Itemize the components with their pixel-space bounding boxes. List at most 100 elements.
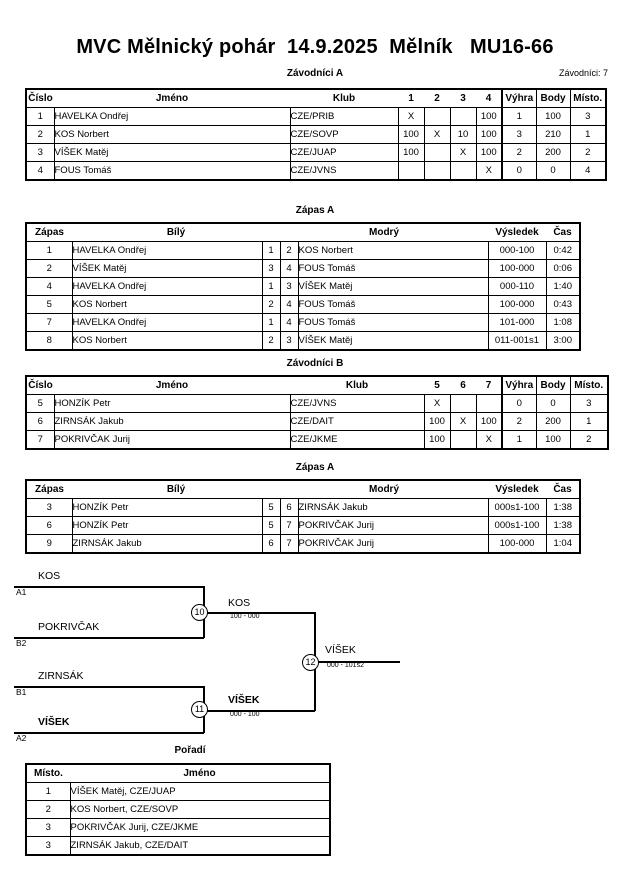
competitor-points: 200: [535, 412, 571, 431]
competitor-place: 1: [569, 125, 607, 144]
col-match: Zápas: [26, 479, 72, 499]
group-b-header-row: Číslo Jméno Klub 5 6 7 Výhra Body Místo.: [26, 375, 609, 395]
competitor-wins: 0: [501, 394, 537, 413]
result-cell-1: 100: [423, 430, 451, 450]
match-white-name: ZIRNSÁK Jakub: [71, 534, 263, 554]
bracket-match-number-12: 12: [302, 654, 319, 671]
col-time: Čas: [546, 479, 580, 499]
competitor-club: CZE/JVNS: [289, 394, 425, 413]
result-cell-4: 100: [475, 143, 503, 162]
result-cell-2: [423, 107, 451, 126]
competitor-wins: 1: [501, 430, 537, 450]
result-cell-1: 100: [423, 412, 451, 431]
competitor-place: 3: [569, 394, 609, 413]
competitor-place: 1: [569, 412, 609, 431]
standing-name: VÍŠEK Matěj, CZE/JUAP: [69, 782, 331, 801]
match-white-number: 5: [261, 516, 281, 535]
col-opponent-1: 1: [398, 88, 424, 108]
result-cell-2: X: [449, 412, 477, 431]
match-result: 100-000: [487, 259, 547, 278]
competitor-wins: 3: [501, 125, 537, 144]
match-result: 000-100: [487, 241, 547, 260]
match-blue-number: 6: [279, 498, 299, 517]
match-result: 000s1-100: [487, 516, 547, 535]
bracket-line-entry-2: [14, 637, 204, 639]
match-white-number: 5: [261, 498, 281, 517]
competitor-place: 2: [569, 430, 609, 450]
match-blue-number: 4: [279, 295, 299, 314]
match-time: 1:08: [545, 313, 581, 332]
match-white-name: HONZÍK Petr: [71, 516, 263, 535]
competitor-number: 7: [25, 430, 55, 450]
result-cell-2: X: [423, 125, 451, 144]
standing-name: ZIRNSÁK Jakub, CZE/DAIT: [69, 836, 331, 856]
competitor-number: 6: [25, 412, 55, 431]
standing-place: 3: [25, 836, 71, 856]
bracket-final-score: 000 - 101s2: [327, 662, 364, 669]
match-blue-name: KOS Norbert: [297, 241, 489, 260]
match-time: 1:38: [545, 516, 581, 535]
bracket-entry-name-4: VÍŠEK: [38, 716, 70, 728]
match-white-name: VÍŠEK Matěj: [71, 259, 263, 278]
result-cell-1: 100: [397, 143, 425, 162]
competitor-points: 210: [535, 125, 571, 144]
match-white-name: HAVELKA Ondřej: [71, 277, 263, 296]
bracket-semifinal-bottom-winner: VÍŠEK: [228, 694, 260, 706]
competitor-name: FOUS Tomáš: [53, 161, 291, 181]
competitor-wins: 2: [501, 412, 537, 431]
bracket-entry-name-2: POKRIVČAK: [38, 621, 100, 633]
competitor-place: 3: [569, 107, 607, 126]
competitor-points: 0: [535, 394, 571, 413]
match-result: 101-000: [487, 313, 547, 332]
col-white: Bílý: [72, 222, 280, 242]
match-blue-number: 7: [279, 534, 299, 554]
match-white-name: HAVELKA Ondřej: [71, 313, 263, 332]
competitor-number: 1: [25, 107, 55, 126]
col-number: Číslo: [26, 375, 54, 395]
match-white-number: 3: [261, 259, 281, 278]
result-cell-2: [449, 430, 477, 450]
bracket-line-entry-1: [14, 586, 204, 588]
competitor-club: CZE/DAIT: [289, 412, 425, 431]
match-blue-number: 7: [279, 516, 299, 535]
match-white-number: 1: [261, 313, 281, 332]
bracket-line-entry-3: [14, 686, 204, 688]
bracket-match-number-10: 10: [191, 604, 208, 621]
competitor-wins: 2: [501, 143, 537, 162]
match-result: 000s1-100: [487, 498, 547, 517]
elimination-bracket: KOS A1 POKRIVČAK B2 10 KOS 100 - 000 ZIR…: [0, 565, 630, 743]
competitor-wins: 1: [501, 107, 537, 126]
col-white: Bílý: [72, 479, 280, 499]
group-b-caption: Závodníci B: [286, 358, 344, 369]
match-number: 6: [25, 516, 73, 535]
col-club: Klub: [290, 375, 424, 395]
bracket-entry-seed-4: A2: [16, 733, 27, 743]
competitor-number: 4: [25, 161, 55, 181]
bracket-line-semifinal-top: [206, 612, 315, 614]
match-blue-name: POKRIVČAK Jurij: [297, 516, 489, 535]
bracket-semifinal-top-winner: KOS: [228, 597, 251, 609]
standing-name: KOS Norbert, CZE/SOVP: [69, 800, 331, 819]
competitor-points: 0: [535, 161, 571, 181]
entrants-count: Závodníci: 7: [558, 68, 608, 78]
competitor-points: 200: [535, 143, 571, 162]
match-time: 0:06: [545, 259, 581, 278]
match-blue-number: 2: [279, 241, 299, 260]
match-time: 0:42: [545, 241, 581, 260]
col-place: Místo.: [569, 375, 609, 395]
col-wins: Výhra: [501, 375, 537, 395]
match-white-number: 2: [261, 331, 281, 351]
col-club: Klub: [290, 88, 398, 108]
